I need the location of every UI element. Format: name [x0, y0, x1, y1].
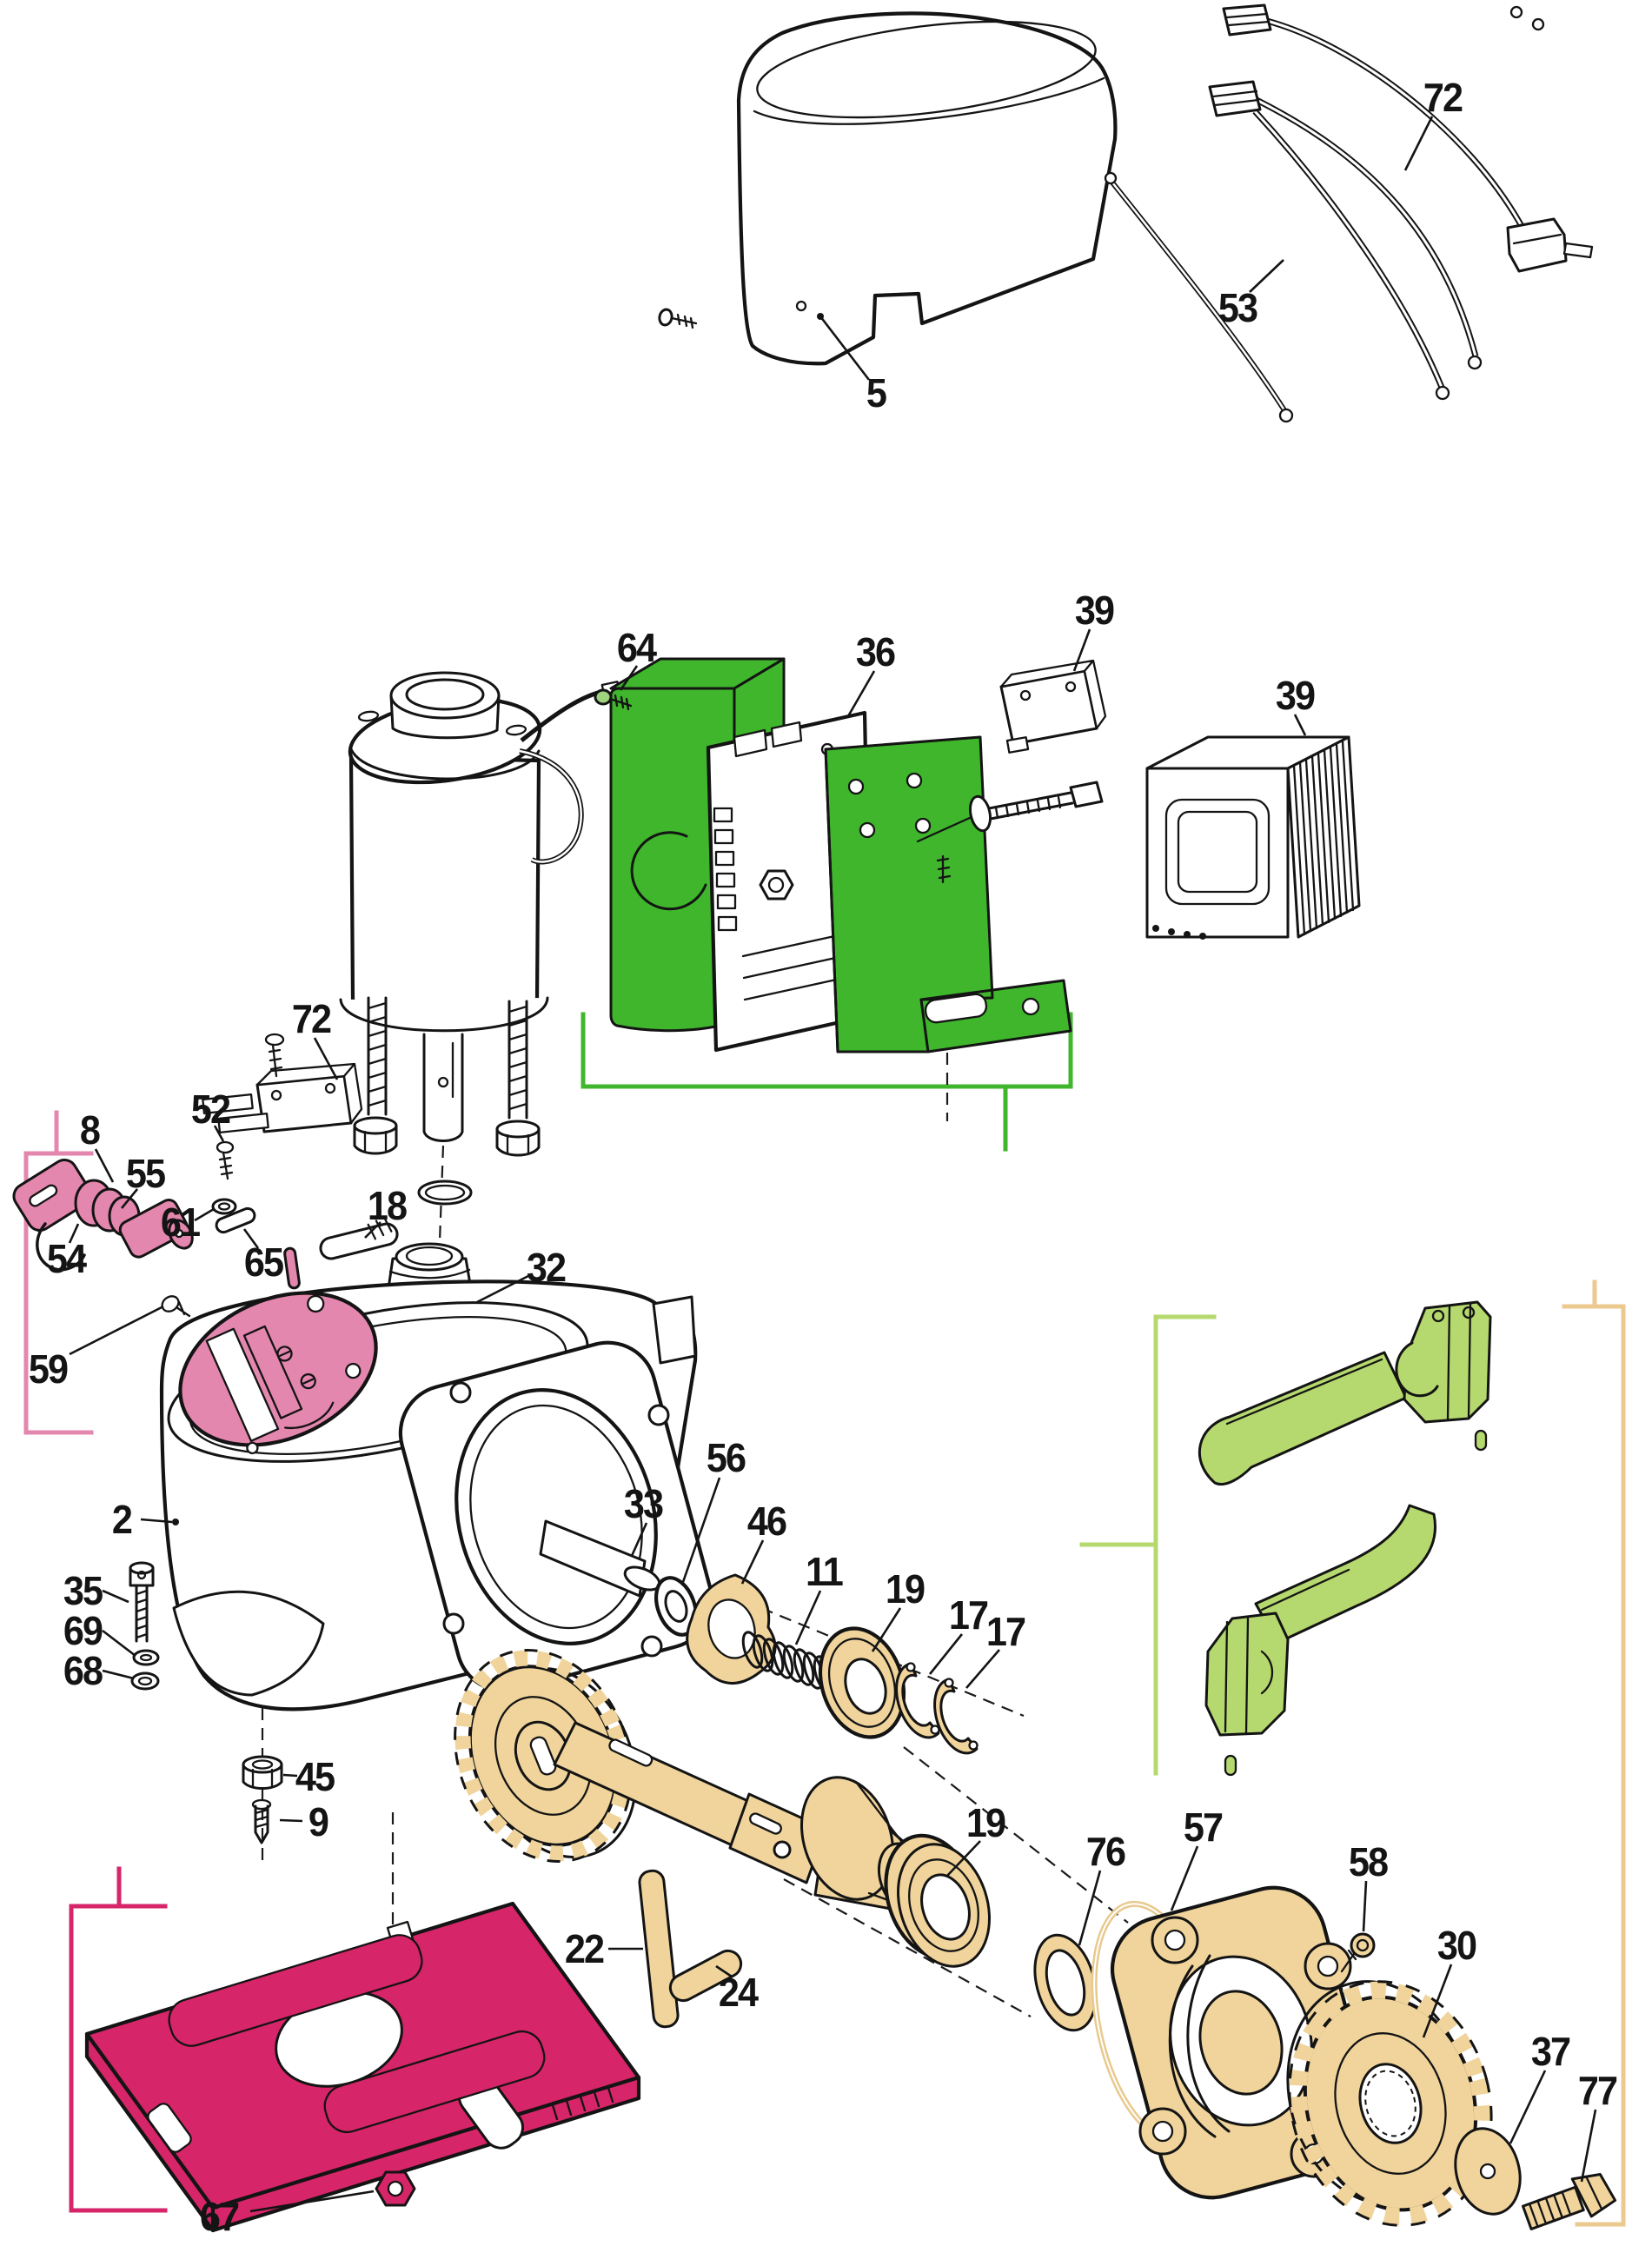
- long-bolt: [916, 781, 1104, 843]
- retaining-clip: [630, 831, 707, 911]
- part-label-36: 36: [855, 629, 896, 675]
- housing-fasteners: [129, 1561, 283, 1844]
- washer-61: [211, 1198, 237, 1215]
- switch-screw: [264, 1033, 285, 1078]
- part-label-35: 35: [63, 1568, 103, 1613]
- part-label-17: 17: [948, 1592, 989, 1638]
- wire-plug: [1506, 217, 1568, 273]
- sprocket-30: [1286, 1980, 1493, 2227]
- part-label-67: 67: [199, 2194, 240, 2239]
- part-label-76: 76: [1085, 1829, 1126, 1874]
- microswitch-39: [999, 659, 1107, 754]
- screw-64: [594, 688, 633, 711]
- base-plate-group: [84, 1901, 641, 2233]
- part-label-57: 57: [1183, 1804, 1224, 1850]
- part-label-22: 22: [564, 1926, 605, 1971]
- screw-59: [161, 1295, 191, 1318]
- bearing-19b: [884, 1833, 992, 1968]
- part-label-5: 5: [866, 370, 887, 415]
- pin-18: [319, 1222, 399, 1260]
- group-brackets: [23, 1012, 1626, 2227]
- washer-69: [132, 1649, 160, 1666]
- wire-connector: [1208, 80, 1262, 117]
- lightgreen-group-bracket: [1079, 1314, 1217, 1776]
- part-label-64: 64: [616, 625, 657, 670]
- part-label-72: 72: [1423, 75, 1463, 120]
- screw-52: [216, 1140, 235, 1180]
- part-label-8: 8: [79, 1107, 101, 1153]
- part-label-32: 32: [526, 1245, 567, 1290]
- part-label-18: 18: [367, 1183, 408, 1228]
- part-label-33: 33: [623, 1481, 664, 1526]
- part-label-9: 9: [308, 1799, 329, 1844]
- cover-screw: [658, 308, 698, 329]
- green-group-bracket: [581, 1012, 1073, 1152]
- part-label-39: 39: [1275, 673, 1316, 718]
- wire-connector: [1222, 3, 1272, 37]
- snap-ring-17: [933, 1678, 979, 1755]
- part-label-72: 72: [291, 996, 332, 1041]
- part-label-2: 2: [111, 1497, 133, 1542]
- bearing-spring-chain: [654, 1573, 979, 1755]
- microswitch-left: [202, 1033, 363, 1134]
- part-label-37: 37: [1530, 2029, 1571, 2074]
- part-label-65: 65: [243, 1239, 284, 1285]
- washer-37: [1454, 2127, 1522, 2216]
- hex-nut: [759, 869, 794, 901]
- lock-group: [12, 1140, 399, 1455]
- bearing-19: [818, 1626, 906, 1739]
- crimson-group-bracket: [69, 1866, 168, 2213]
- part-label-24: 24: [718, 1970, 759, 2015]
- part-label-30: 30: [1436, 1923, 1477, 1968]
- pink-group-bracket: [23, 1110, 94, 1435]
- part-label-39: 39: [1074, 588, 1115, 633]
- stud-nut: [353, 1116, 398, 1155]
- electronics-group: [594, 657, 1361, 1053]
- shaft-33: [539, 1519, 647, 1598]
- release-lever-group: [1198, 1300, 1492, 1777]
- part-label-54: 54: [46, 1236, 87, 1281]
- bolt-35: [129, 1561, 155, 1643]
- part-label-46: 46: [746, 1499, 787, 1544]
- release-lever-upper: [1198, 1300, 1492, 1485]
- leader-lines: [68, 116, 1597, 2213]
- transformer-39: [1145, 735, 1361, 940]
- stud-nut: [495, 1120, 541, 1157]
- part-label-17: 17: [985, 1609, 1026, 1654]
- part-label-11: 11: [806, 1549, 844, 1594]
- washer-68: [130, 1671, 160, 1691]
- top-cover-part: [658, 11, 1118, 366]
- part-label-77: 77: [1577, 2068, 1618, 2113]
- screw-58: [1340, 1932, 1376, 1973]
- part-label-68: 68: [63, 1648, 103, 1693]
- screw-9: [251, 1798, 272, 1844]
- part-label-59: 59: [28, 1346, 69, 1392]
- bolt-77: [1521, 2173, 1617, 2230]
- nut-67: [375, 2170, 416, 2207]
- release-plate: [178, 1291, 378, 1455]
- pin-24: [668, 1949, 743, 2003]
- part-label-61: 61: [160, 1200, 201, 1245]
- key-22: [638, 1869, 680, 2029]
- part-label-53: 53: [1217, 285, 1258, 330]
- output-flange-group: [1033, 1885, 1617, 2230]
- part-label-19: 19: [885, 1566, 926, 1612]
- worm-shaft-group: [454, 1649, 992, 2029]
- part-label-69: 69: [63, 1608, 103, 1653]
- part-label-56: 56: [706, 1435, 746, 1480]
- part-label-58: 58: [1348, 1839, 1389, 1884]
- retainer-46: [686, 1573, 777, 1685]
- wire-harness-group: [1104, 3, 1594, 423]
- release-lever-lower: [1204, 1504, 1436, 1777]
- spring-11: [741, 1631, 835, 1693]
- part-label-55: 55: [125, 1151, 166, 1196]
- part-label-52: 52: [190, 1087, 231, 1132]
- tan-group-bracket: [1562, 1279, 1626, 2227]
- part-label-45: 45: [295, 1754, 335, 1799]
- nut-45: [242, 1755, 283, 1790]
- part-label-19: 19: [965, 1800, 1006, 1845]
- pin-65: [215, 1206, 256, 1234]
